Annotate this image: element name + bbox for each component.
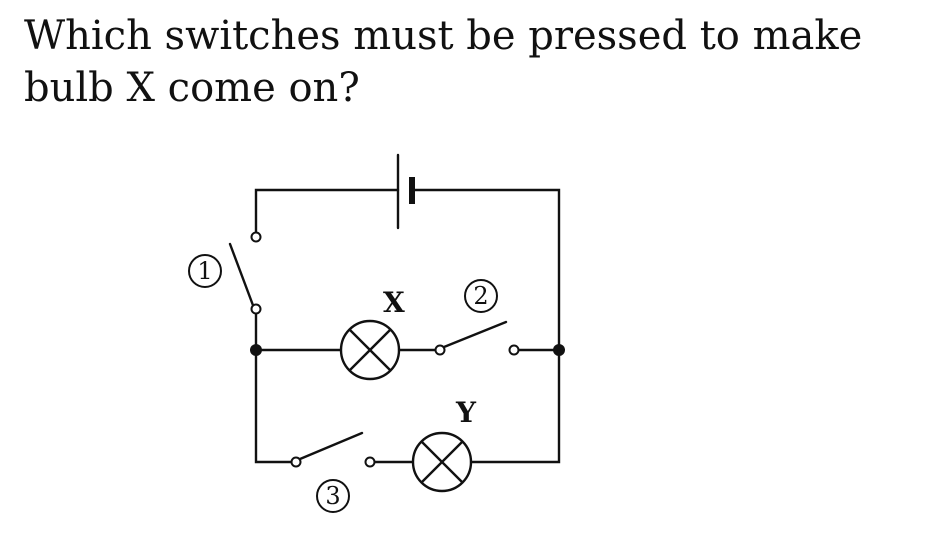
bulb-x-label: X (383, 286, 405, 319)
switch-3-label: 3 (325, 482, 340, 510)
wire-left-bottom (254, 348, 294, 464)
switch-1-number-badge: 1 (188, 254, 222, 288)
question-line-2: bulb X come on? (24, 65, 360, 111)
switch-3-left-terminal (290, 456, 302, 468)
wire-top-right (410, 188, 561, 352)
switch-1-bottom-terminal (250, 303, 262, 315)
wire-top-left (254, 188, 400, 238)
switch-1-label: 1 (197, 257, 212, 285)
switch-1-lever (228, 242, 256, 310)
switch-3-number-badge: 3 (316, 479, 350, 513)
question-line-1: Which switches must be pressed to make (24, 13, 863, 59)
switch-2-right-terminal (508, 344, 520, 356)
bulb-y (411, 431, 473, 493)
switch-3-right-terminal (364, 456, 376, 468)
switch-3-lever (298, 431, 364, 461)
wire-right-bottom (469, 348, 561, 464)
question-text: Which switches must be pressed to make b… (24, 10, 904, 114)
bulb-x (339, 319, 401, 381)
switch-2-number-badge: 2 (464, 279, 498, 313)
bulb-y-label: Y (455, 396, 477, 429)
switch-2-lever (442, 320, 508, 349)
switch-2-label: 2 (473, 282, 488, 310)
switch-1-top-terminal (250, 231, 262, 243)
switch-2-left-terminal (434, 344, 446, 356)
